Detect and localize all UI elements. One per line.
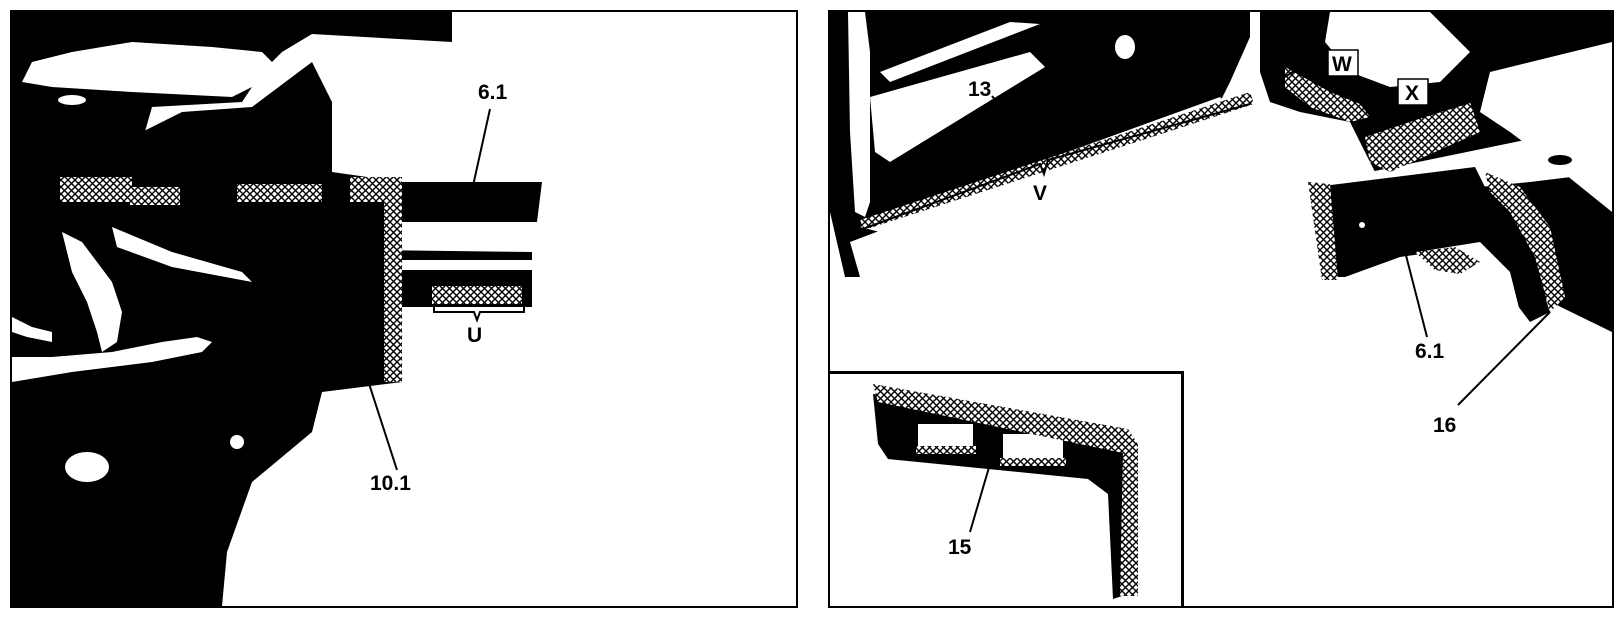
seal-zone-w (1285, 67, 1370, 122)
label-w: W (1332, 53, 1352, 76)
label-v: V (1033, 182, 1047, 205)
seal-zone-15-top (873, 384, 1138, 454)
inset-detail-drawing: 15 (873, 384, 1138, 599)
leader-15 (969, 463, 991, 533)
seal-zone-b (130, 187, 180, 205)
floor-hole (1548, 155, 1572, 165)
inset-detail-panel: 15 (830, 371, 1184, 606)
leader-6-1 (1399, 231, 1428, 338)
brace-x (1369, 101, 1471, 131)
seal-zone-vertical (350, 177, 402, 382)
front-pillar-light (848, 12, 870, 217)
seal-zone-crossmember-right (1485, 172, 1565, 312)
leader-16 (1457, 311, 1551, 406)
label-u: U (467, 324, 482, 347)
label-x-box (1397, 78, 1429, 106)
lower-left-light-area (12, 337, 212, 382)
label-x: X (1405, 82, 1419, 105)
leader-13 (991, 95, 1031, 143)
label-13: 13 (968, 78, 991, 101)
crossmember-hole (1359, 222, 1365, 228)
rail-light (112, 227, 252, 282)
upper-light-panel (22, 42, 272, 97)
seal-zone-15-right (1120, 444, 1138, 596)
seal-zone-15-slot-2 (1000, 458, 1066, 466)
round-hole-2 (230, 435, 244, 449)
side-sill-dark (830, 12, 1250, 277)
left-diagram-panel: 6.1 U 10.1 (10, 10, 798, 608)
leader-6-1 (468, 108, 491, 205)
brace-w (1284, 65, 1371, 105)
rail-6-1-upper (372, 182, 542, 222)
brace-v (859, 103, 1251, 231)
seal-zone-c (237, 184, 322, 202)
label-6-1-right: 6.1 (1415, 340, 1445, 363)
label-15: 15 (948, 536, 972, 559)
label-w-box (1327, 49, 1359, 77)
label-10-1: 10.1 (370, 472, 411, 495)
seal-zone-crossmember-floor (1415, 247, 1480, 274)
leader-10-1 (361, 361, 398, 471)
crossmember-6-1 (1315, 167, 1550, 322)
label-16: 16 (1433, 414, 1456, 437)
upper-right-light-1 (1325, 12, 1470, 87)
seal-zone-u (432, 286, 522, 304)
bracket-slot-1 (918, 424, 973, 449)
seal-zone-x (1365, 102, 1480, 172)
bracket-light (62, 232, 122, 352)
seal-zone-15-slot-1 (916, 446, 976, 454)
sill-inner-light (870, 52, 1045, 162)
label-6-1: 6.1 (478, 81, 508, 104)
curve-cutout (12, 317, 52, 342)
seal-zone-crossmember-left (1308, 182, 1338, 280)
brace-u (433, 304, 525, 323)
sill-hole (1115, 35, 1135, 59)
right-diagram-panel: 13 V W X 6.1 16 15 (828, 10, 1614, 608)
seal-zone-a (60, 177, 132, 202)
right-diagram-drawing: 13 V W X 6.1 16 (830, 12, 1612, 437)
left-diagram-drawing: 6.1 U 10.1 (12, 12, 542, 606)
sill-inner-light-2 (880, 22, 1040, 82)
rail-6-1-middle (372, 250, 532, 260)
seal-zone-v (860, 92, 1254, 230)
oval-hole (58, 95, 86, 105)
round-hole-1 (65, 452, 109, 482)
